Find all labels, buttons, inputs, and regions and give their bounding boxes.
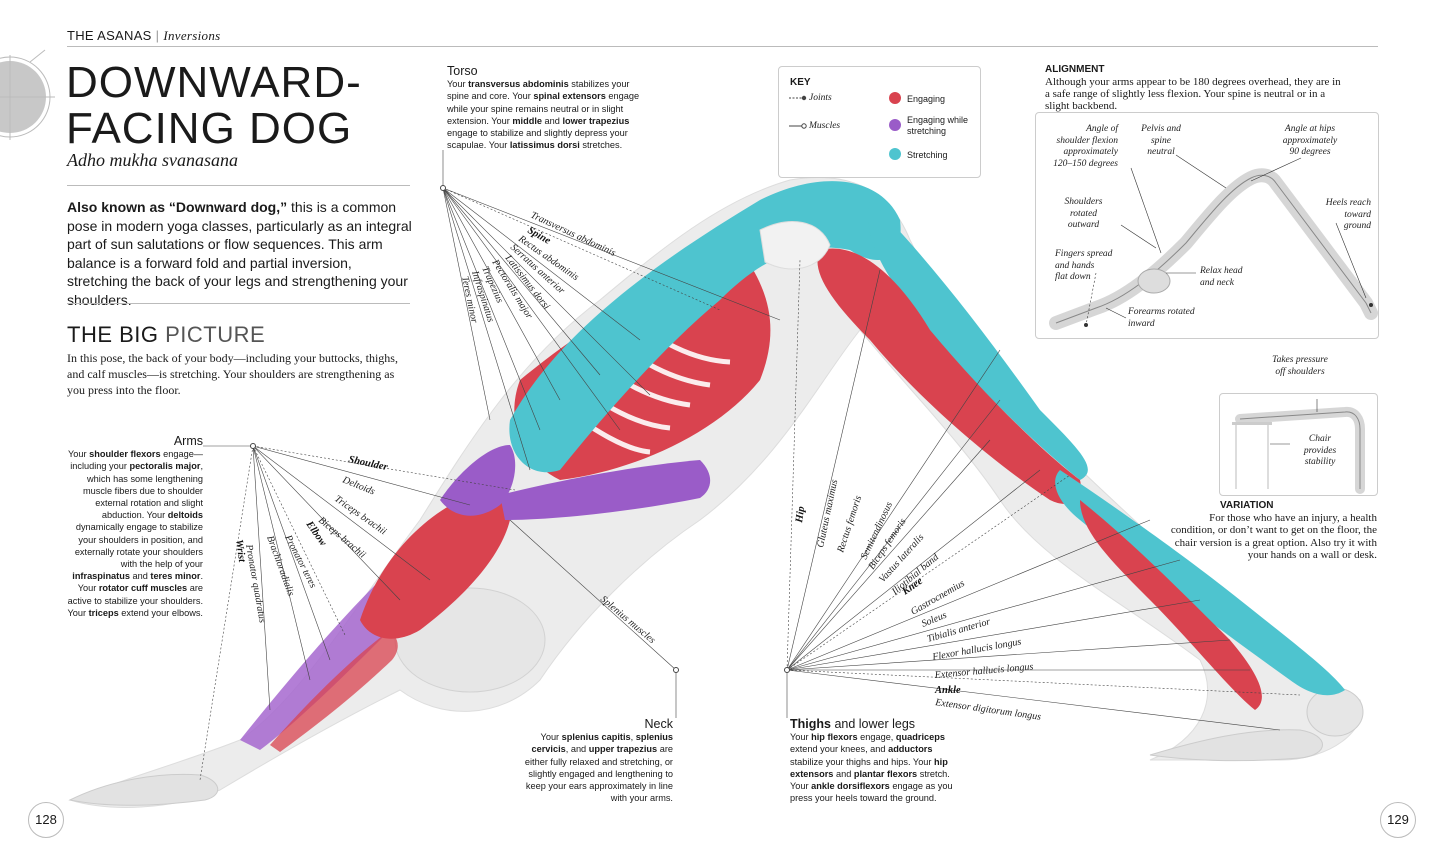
forearm-red [270, 630, 398, 752]
back-muscles [509, 181, 901, 473]
big-picture-heading-bold: THE BIG [67, 322, 159, 347]
foot [1149, 729, 1323, 762]
key-title: KEY [790, 77, 811, 88]
key-stretching: Stretching [907, 150, 948, 160]
big-picture-heading-light: PICTURE [158, 322, 266, 347]
label-fhl: Flexor hallucis longus [931, 636, 1023, 663]
deltoid [440, 445, 516, 516]
key-engaging: Engaging [907, 94, 946, 104]
engaging-stretching-swatch [889, 119, 901, 131]
forearm-muscles [240, 580, 397, 750]
intro-paragraph: Also known as “Downward dog,” this is a … [67, 198, 415, 309]
arm-leader-origin [250, 443, 256, 449]
corner-dial-decoration [0, 49, 55, 140]
page-number-right: 129 [1380, 802, 1416, 838]
sanskrit-name: Adho mukha svanasana [67, 150, 238, 170]
latissimus-band [500, 460, 711, 520]
variation-diagram-box [1219, 393, 1378, 496]
leg-leader-lines [786, 259, 1301, 731]
label-deltoids: Deltoids [340, 474, 377, 497]
running-head: THE ASANAS|Inversions [67, 28, 221, 43]
label-hip: Hip [794, 506, 807, 525]
legs-text: Your hip flexors engage, quadriceps exte… [790, 732, 953, 804]
big-picture-heading: THE BIG PICTURE [67, 322, 265, 348]
label-shoulder: Shoulder [347, 454, 389, 473]
title-rule [67, 185, 410, 186]
big-picture-text: In this pose, the back of your body—incl… [67, 351, 398, 397]
alignment-figure [1049, 154, 1378, 330]
legs-heading: Thighs and lower legs [790, 717, 916, 731]
torso-heading: Torso [447, 64, 478, 78]
label-rectus-femoris: Rectus femoris [835, 494, 864, 555]
joint-marker-icon [789, 95, 807, 101]
label-gluteus: Gluteus maximus [815, 479, 840, 549]
arm-leader-lines [199, 445, 516, 781]
label-ehl: Extensor hallucis longus [933, 661, 1034, 681]
muscle-marker-icon [789, 123, 807, 129]
chair-variation-figure [1232, 399, 1365, 494]
upper-arm-muscles [360, 496, 510, 639]
arms-text: Your shoulder flexors engage—including y… [67, 449, 203, 618]
subsection-name: Inversions [163, 28, 221, 43]
stretching-swatch [889, 148, 901, 160]
page-number-left: 128 [28, 802, 64, 838]
title-line-2: FACING DOG [66, 104, 353, 153]
variation-heading: VARIATION [1220, 500, 1274, 511]
neck-block: Neck Your splenius capitis, splenius cer… [520, 718, 673, 804]
engaging-swatch [889, 92, 901, 104]
alignment-diagram-box [1035, 112, 1379, 339]
pelvis [759, 221, 831, 270]
intro-rule [67, 303, 410, 304]
variation-section: VARIATION For those who have an injury, … [1170, 500, 1377, 561]
neck-leader-lines [509, 519, 677, 718]
quadriceps [817, 248, 1081, 504]
legend-key: KEY Joints Muscles Engaging Engaging whi… [778, 66, 981, 178]
label-wrist: Wrist [233, 539, 247, 564]
alignment-section: ALIGNMENT Although your arms appear to b… [1045, 64, 1345, 112]
heel [1306, 687, 1364, 737]
hand [68, 773, 218, 806]
torso-block: Torso Your transversus abdominis stabili… [447, 65, 647, 151]
hamstrings [868, 200, 1088, 480]
intro-lead: Also known as “Downward dog,” [67, 199, 288, 215]
key-joints: Joints [809, 93, 832, 103]
section-name: THE ASANAS [67, 28, 152, 43]
neck-leader-origin [673, 667, 679, 673]
variation-text: For those who have an injury, a health c… [1170, 512, 1377, 561]
intro-rest: this is a common pose in modern yoga cla… [67, 199, 412, 308]
torso-leader-lines [442, 150, 781, 471]
arms-heading: Arms [173, 434, 203, 448]
torso-text: Your transversus abdominis stabilizes yo… [447, 79, 640, 151]
legs-block: Thighs and lower legs Your hip flexors e… [790, 718, 965, 804]
neck-heading: Neck [644, 717, 673, 731]
title-line-1: DOWNWARD- [66, 58, 362, 107]
neck-text: Your splenius capitis, splenius cervicis… [524, 732, 673, 804]
alignment-text: Although your arms appear to be 180 degr… [1045, 76, 1341, 112]
label-soleus: Soleus [920, 610, 948, 630]
calf-muscles [1055, 470, 1345, 696]
label-ankle: Ankle [934, 685, 961, 696]
arms-block: Arms Your shoulder flexors engage—includ… [67, 435, 203, 619]
alignment-heading: ALIGNMENT [1045, 64, 1105, 75]
key-muscles: Muscles [809, 121, 841, 131]
torso-leader-origin [440, 185, 446, 191]
header-rule [67, 46, 1378, 47]
label-splenius: Splenius muscles [598, 594, 657, 646]
leg-leader-origin [784, 667, 790, 673]
page-title: DOWNWARD- FACING DOG [66, 60, 396, 152]
